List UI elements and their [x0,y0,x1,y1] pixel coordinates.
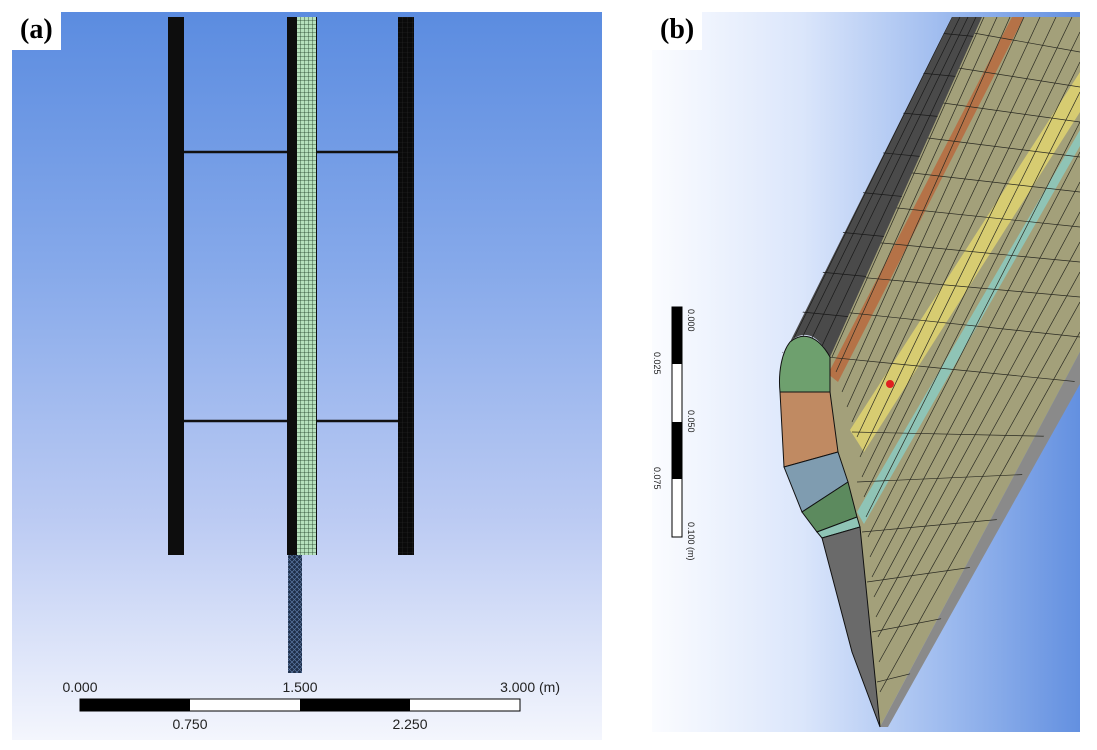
scale-a-label-2: 3.000 (m) [500,679,560,695]
wing-lower-edge [880,352,1080,727]
tower-mesh [288,555,302,673]
left-blade [168,17,184,555]
scale-a-label-4: 2.250 [392,716,427,732]
central-shaft-mesh [297,17,316,555]
blade-section-svg: 0.000 0.025 0.050 0.075 0.100 (m) [652,17,1080,728]
wing-copper-band [828,17,1024,382]
scale-bar-a: 0.000 1.500 3.000 (m) 0.750 2.250 [62,679,560,732]
panel-a-turbine-mesh: 0.000 1.500 3.000 (m) 0.750 2.250 [12,12,602,740]
panel-b-label: (b) [652,12,703,50]
scale-b-label-2: 0.050 [686,410,696,433]
scale-a-label-0: 0.000 [62,679,97,695]
scale-a-label-1: 1.500 [282,679,317,695]
turbine-mesh-svg: 0.000 1.500 3.000 (m) 0.750 2.250 [62,17,560,732]
scale-b-label-3: 0.075 [652,467,662,490]
wing-yellow-band [850,72,1080,452]
scale-b-label-0: 0.000 [686,309,696,332]
scale-bar-b: 0.000 0.025 0.050 0.075 0.100 (m) [652,306,696,561]
panel-b-blade-section-mesh: 0.000 0.025 0.050 0.075 0.100 (m) [652,12,1080,732]
scale-b-label-1: 0.025 [652,352,662,375]
right-blade [398,17,414,555]
scale-a-label-3: 0.750 [172,716,207,732]
probe-marker [886,380,894,388]
blade-cross-section [779,335,881,728]
panel-a-label: (a) [12,12,61,50]
wing-leading-edge [790,17,982,357]
scale-b-label-4: 0.100 (m) [686,522,696,561]
wing-teal-band [857,130,1080,524]
